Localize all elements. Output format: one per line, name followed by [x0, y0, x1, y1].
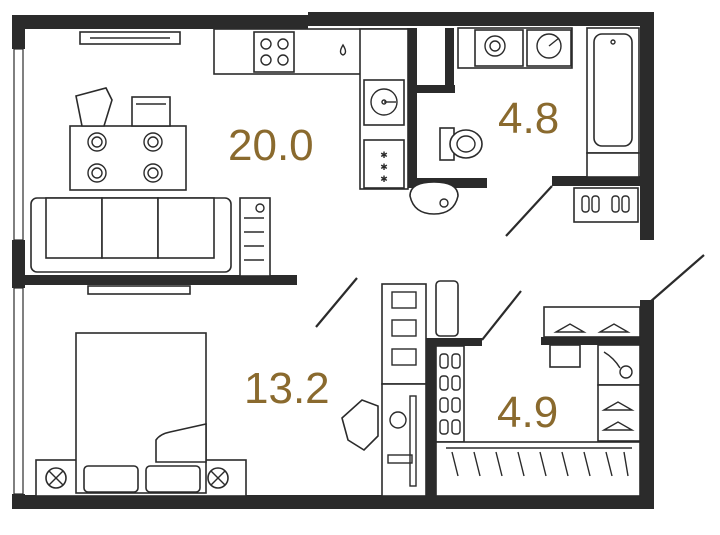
sink-icon — [526, 29, 572, 67]
area-label-bedroom: 13.2 — [244, 364, 330, 413]
shoes-icon — [439, 353, 461, 435]
svg-text:✱: ✱ — [380, 163, 388, 173]
bed-icon — [35, 332, 247, 497]
dining-table-icon — [69, 87, 187, 191]
doors — [315, 185, 705, 341]
area-label-living-kitchen: 20.0 — [228, 121, 314, 170]
tv-icon — [87, 285, 191, 295]
sink-icon — [363, 79, 405, 126]
closet-icon — [381, 283, 427, 497]
hanger-icon — [553, 323, 631, 333]
toilet-icon — [439, 127, 483, 161]
bathroom — [439, 27, 640, 223]
hanger-rail-icon — [446, 447, 632, 477]
shoes-icon — [573, 187, 639, 223]
washing-machine-icon — [474, 29, 524, 67]
area-label-bathroom: 4.8 — [498, 94, 559, 143]
svg-text:✱: ✱ — [380, 175, 388, 185]
wardrobe — [435, 306, 641, 497]
svg-text:✱: ✱ — [380, 151, 388, 161]
sofa-icon — [30, 197, 232, 273]
hob-icon — [253, 31, 295, 73]
ironing-board-icon — [341, 399, 413, 464]
kitchen: ✱ ✱ ✱ — [79, 28, 459, 215]
shelf-icon — [239, 197, 271, 277]
area-label-wardrobe: 4.9 — [497, 388, 558, 437]
bathtub-icon — [586, 27, 640, 154]
dishwasher-icon: ✱ ✱ ✱ — [363, 139, 405, 189]
vacuum-cleaner-icon — [597, 344, 641, 386]
